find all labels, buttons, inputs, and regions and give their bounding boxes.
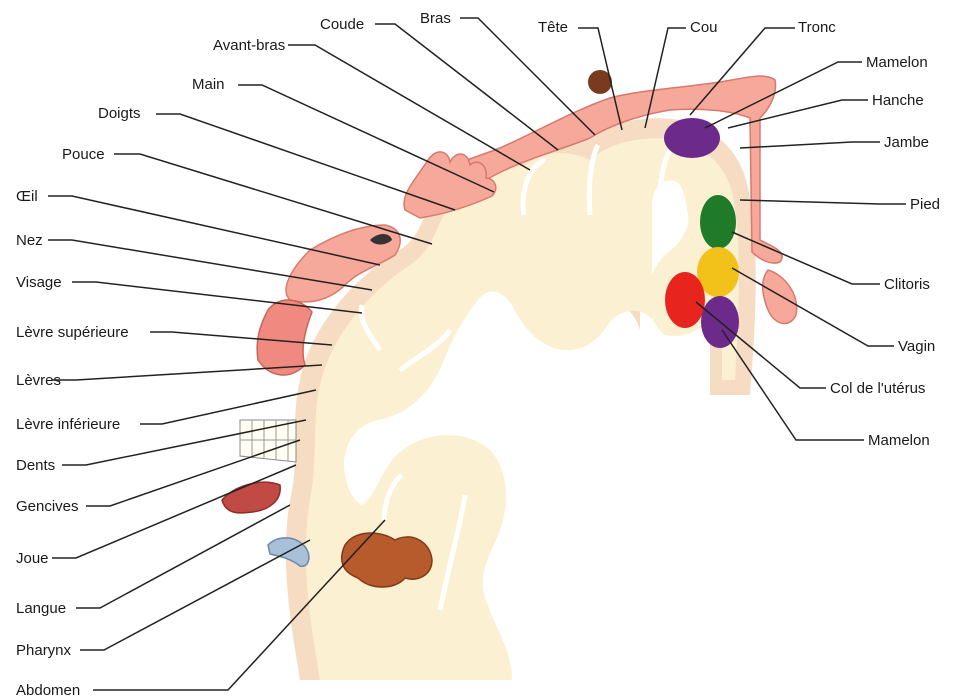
label-langue: Langue <box>16 600 66 617</box>
label-tronc: Tronc <box>798 19 836 36</box>
cortex-inner <box>306 138 739 680</box>
label-tete: Tête <box>538 19 568 36</box>
label-jambe: Jambe <box>884 134 929 151</box>
label-dents: Dents <box>16 457 55 474</box>
label-clitoris: Clitoris <box>884 276 930 293</box>
label-cou: Cou <box>690 19 718 36</box>
label-abdomen: Abdomen <box>16 682 80 699</box>
label-col-uterus: Col de l'utérus <box>830 380 925 397</box>
leader-joue <box>52 465 296 558</box>
label-hanche: Hanche <box>872 92 924 109</box>
col-uterus-spot <box>665 272 705 328</box>
label-pied: Pied <box>910 196 940 213</box>
leader-langue <box>76 505 290 608</box>
lips-shape <box>257 300 312 375</box>
leader-pied <box>740 200 906 204</box>
label-main: Main <box>192 76 225 93</box>
label-levre-superieure: Lèvre supérieure <box>16 324 129 341</box>
label-bras: Bras <box>420 10 451 27</box>
label-levres: Lèvres <box>16 372 61 389</box>
label-vagin: Vagin <box>898 338 935 355</box>
label-mamelon-top: Mamelon <box>866 54 928 71</box>
leader-coude <box>375 24 558 150</box>
cortex-section <box>286 118 756 680</box>
label-mamelon-bottom: Mamelon <box>868 432 930 449</box>
label-pouce: Pouce <box>62 146 105 163</box>
label-nez: Nez <box>16 232 43 249</box>
leader-levre-inf <box>140 390 316 424</box>
label-coude: Coude <box>320 16 364 33</box>
label-gencives: Gencives <box>16 498 79 515</box>
tongue-shape <box>222 482 280 513</box>
label-pharynx: Pharynx <box>16 642 72 659</box>
pied-spot <box>700 195 736 249</box>
label-joue: Joue <box>16 550 49 567</box>
leader-vagin <box>732 268 894 346</box>
label-visage: Visage <box>16 274 62 291</box>
label-levre-inferieure: Lèvre inférieure <box>16 416 120 433</box>
label-doigts: Doigts <box>98 105 141 122</box>
leader-jambe <box>740 142 880 148</box>
genitalia-shape <box>763 270 797 324</box>
label-avant-bras: Avant-bras <box>213 37 285 54</box>
label-oeil: Œil <box>16 188 38 205</box>
